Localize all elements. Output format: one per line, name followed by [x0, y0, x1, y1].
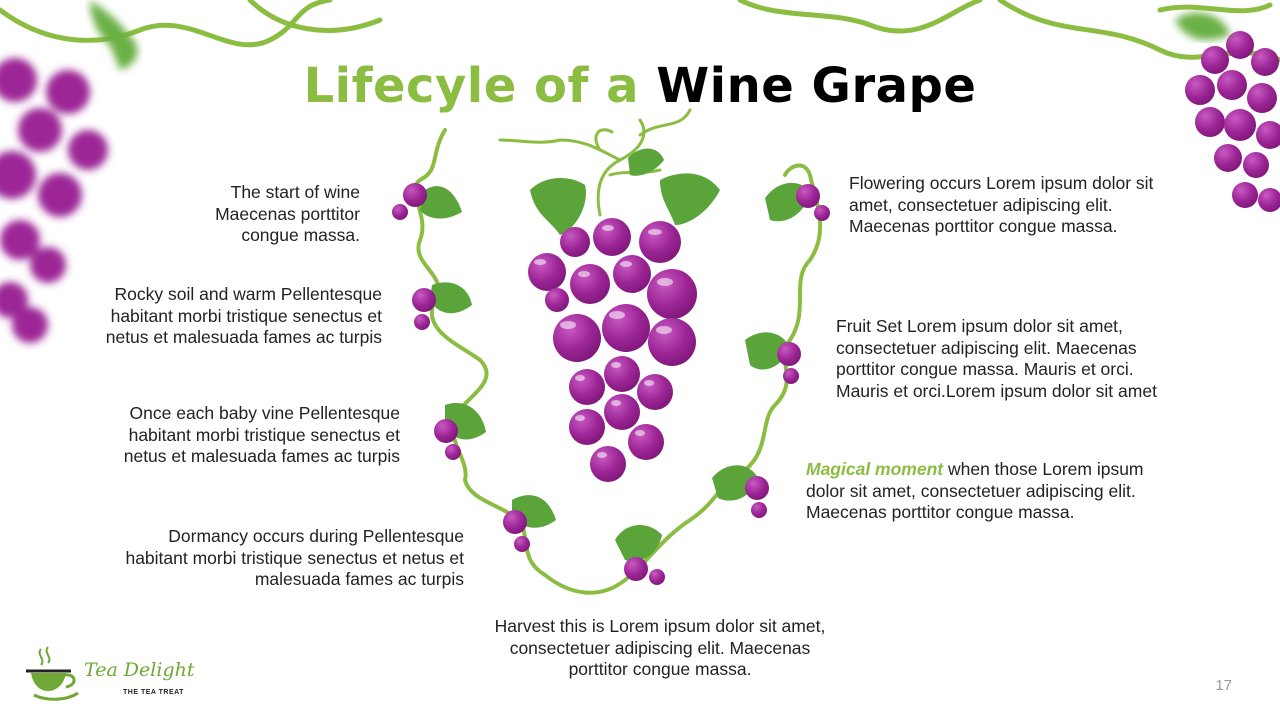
title-black-part: Wine Grape — [656, 58, 977, 114]
brand-logo: Tea Delight THE TEA TREAT — [26, 645, 196, 705]
stage-text-fruitset: Fruit Set Lorem ipsum dolor sit amet, co… — [836, 316, 1157, 401]
stage-text-baby: Once each baby vine Pellentesque habitan… — [123, 403, 400, 466]
stage-text-start: The start of wine Maecenas porttitor con… — [215, 182, 360, 245]
stage-marker-fruitset — [745, 332, 801, 384]
stage-text-harvest: Harvest this is Lorem ipsum dolor sit am… — [494, 616, 826, 679]
magical-rest: when those Lorem ipsum dolor sit amet, c… — [806, 459, 1144, 522]
logo-tagline: THE TEA TREAT — [123, 689, 184, 696]
stage-text-dormancy: Dormancy occurs during Pellentesque habi… — [125, 526, 464, 589]
right-blurred-grapes — [1185, 31, 1280, 212]
top-vines-decoration — [0, 0, 1280, 63]
teacup-icon — [26, 646, 79, 701]
stage-text-flowering: Flowering occurs Lorem ipsum dolor sit a… — [849, 173, 1154, 236]
stage-text-rocky: Rocky soil and warm Pellentesque habitan… — [105, 284, 382, 347]
right-leaves — [1175, 12, 1230, 40]
magical-highlight: Magical moment — [806, 459, 944, 479]
stage-marker-harvest — [615, 524, 665, 585]
logo-name: Tea Delight — [84, 659, 195, 681]
stage-marker-baby — [434, 403, 486, 460]
stage-marker-magical — [712, 465, 769, 518]
leaf-right-top — [660, 173, 720, 225]
leaf-small-top — [628, 148, 664, 176]
leaf-left-top — [530, 178, 586, 235]
main-grape-bunch — [498, 108, 720, 482]
stage-marker-start — [392, 183, 462, 220]
stage-marker-dormancy — [503, 495, 556, 552]
left-blurred-leaves — [90, 0, 138, 70]
page-number: 17 — [1215, 677, 1232, 694]
slide-title: Lifecyle of a Wine Grape — [0, 58, 1280, 114]
stage-marker-flowering — [765, 182, 830, 222]
title-green-part: Lifecyle of a — [303, 58, 639, 114]
stage-marker-rocky — [412, 282, 472, 330]
stage-text-magical: Magical moment when those Lorem ipsum do… — [806, 459, 1144, 524]
left-blurred-grapes — [0, 58, 108, 343]
